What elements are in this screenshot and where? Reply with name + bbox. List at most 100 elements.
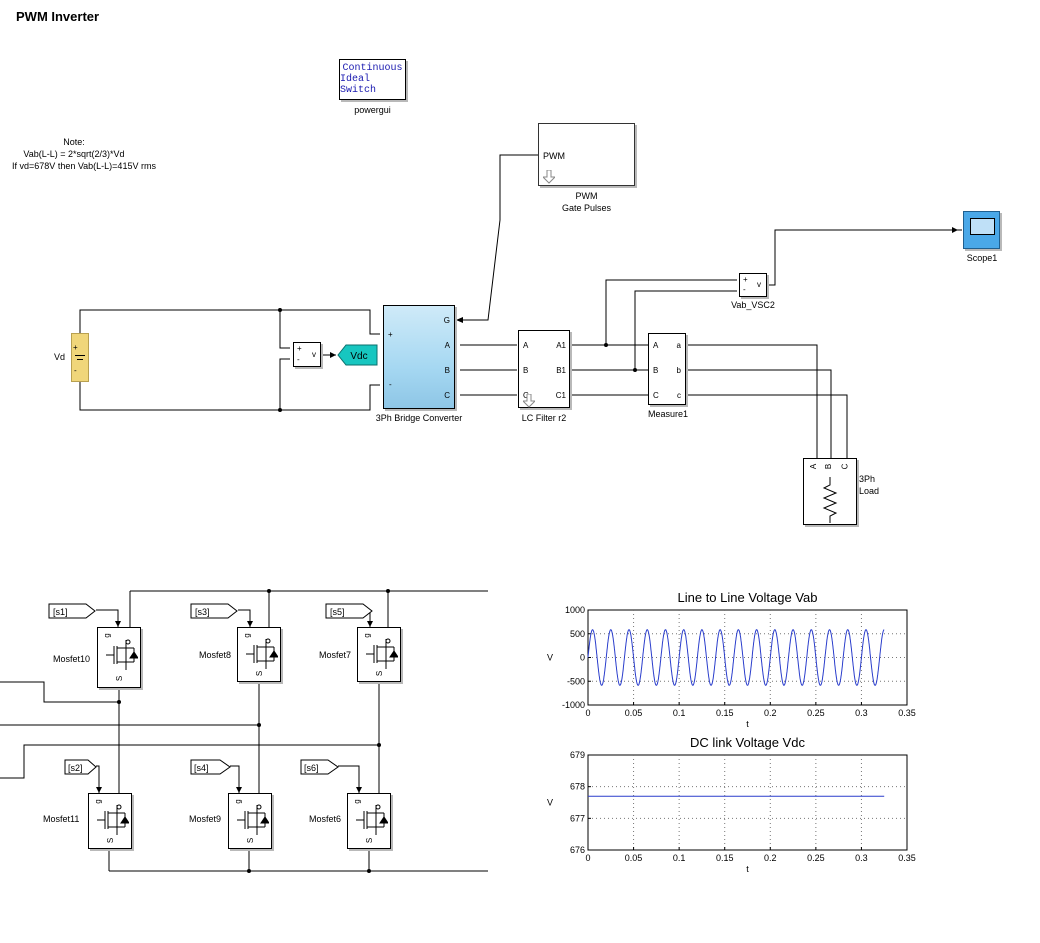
mosfet9-label: Mosfet9 xyxy=(189,814,222,824)
load-label: 3Ph Load xyxy=(859,473,879,497)
load-label-line2: Load xyxy=(859,486,880,496)
bridge-port-b: B xyxy=(444,366,450,375)
y-tick-label: 0 xyxy=(580,653,585,663)
load-label-line1: 3Ph xyxy=(859,474,876,484)
mosfet7-s: S xyxy=(375,670,385,677)
from-tag-s3[interactable]: [s3] xyxy=(190,603,240,619)
x-tick-label: 0.15 xyxy=(716,853,734,863)
bridge-port-a: A xyxy=(444,341,450,350)
x-axis-label: t xyxy=(746,719,749,729)
pwm-port-label: PWM xyxy=(543,151,565,161)
lc-in-b: B xyxy=(523,366,529,375)
pwm-caption: PWM Gate Pulses xyxy=(538,190,635,214)
source-label: Vd xyxy=(54,352,66,362)
three-phase-load[interactable]: A B C xyxy=(803,458,857,525)
mosfet11-block[interactable]: g S xyxy=(88,793,132,849)
mosfet7-block[interactable]: g S xyxy=(357,627,401,682)
lc-filter-block[interactable]: A B C A1 B1 C1 xyxy=(518,330,570,408)
mosfet7-label: Mosfet7 xyxy=(319,650,352,660)
measure-out-a: a xyxy=(676,341,681,350)
bridge-minus: - xyxy=(389,380,392,389)
x-tick-label: 0.35 xyxy=(898,708,916,718)
vab-voltage-measurement[interactable]: + - v xyxy=(739,273,767,297)
y-tick-label: 679 xyxy=(570,750,585,760)
x-tick-label: 0.3 xyxy=(855,853,868,863)
mosfet8-block[interactable]: g S xyxy=(237,627,281,682)
plot-area xyxy=(587,754,908,851)
powergui-line1: Continuous xyxy=(342,63,403,74)
mosfet9-block[interactable]: g S xyxy=(228,793,272,849)
measure-block[interactable]: A B C a b c xyxy=(648,333,686,405)
mosfet-symbol-icon xyxy=(97,804,129,835)
vdc-voltage-measurement[interactable]: + - v xyxy=(293,342,321,367)
mosfet-symbol-icon xyxy=(106,639,138,670)
x-tick-label: 0.1 xyxy=(673,853,686,863)
y-axis-label: V xyxy=(547,798,553,808)
powergui-block[interactable]: Continuous Ideal Switch xyxy=(339,59,406,100)
x-axis-label: t xyxy=(746,864,749,874)
dc-voltage-source[interactable]: + - xyxy=(71,333,89,382)
series-line xyxy=(587,629,885,686)
mosfet6-s: S xyxy=(365,837,375,844)
from-tag-s1-label: [s1] xyxy=(53,607,68,617)
measure-in-c: C xyxy=(653,391,659,400)
x-tick-label: 0 xyxy=(585,708,590,718)
x-tick-label: 0.05 xyxy=(625,708,643,718)
mosfet6-block[interactable]: g S xyxy=(347,793,391,849)
x-tick-label: 0.25 xyxy=(807,853,825,863)
x-tick-label: 0.15 xyxy=(716,708,734,718)
x-tick-label: 0.3 xyxy=(855,708,868,718)
y-tick-label: -1000 xyxy=(562,700,585,710)
scope-screen-icon xyxy=(970,218,995,235)
mosfet6-label: Mosfet6 xyxy=(309,814,342,824)
x-tick-label: 0.35 xyxy=(898,853,916,863)
goto-vdc-tag[interactable]: Vdc xyxy=(337,344,379,366)
mosfet8-label: Mosfet8 xyxy=(199,650,232,660)
from-tag-s2[interactable]: [s2] xyxy=(64,759,98,775)
mosfet11-s: S xyxy=(106,837,116,844)
from-tag-s6[interactable]: [s6] xyxy=(300,759,340,775)
y-tick-label: 1000 xyxy=(565,605,585,615)
x-tick-label: 0.05 xyxy=(625,853,643,863)
model-title: PWM Inverter xyxy=(16,9,100,24)
bridge-caption: 3Ph Bridge Converter xyxy=(375,413,463,423)
lc-out-c1: C1 xyxy=(555,391,566,400)
bridge-port-g: G xyxy=(443,316,450,325)
powergui-line2: Ideal Switch xyxy=(340,74,377,96)
from-tag-s5[interactable]: [s5] xyxy=(325,603,375,619)
x-tick-label: 0 xyxy=(585,853,590,863)
mosfet-symbol-icon xyxy=(237,804,269,835)
mosfet-symbol-icon xyxy=(246,638,278,669)
from-tag-s1[interactable]: [s1] xyxy=(48,603,98,619)
note-line3: If vd=678V then Vab(L-L)=415V rms xyxy=(12,161,156,171)
from-tag-s4[interactable]: [s4] xyxy=(190,759,232,775)
load-port-b: B xyxy=(824,463,834,470)
pwm-block[interactable]: PWM xyxy=(538,123,635,186)
mosfet10-s: S xyxy=(115,675,125,682)
goto-vdc-label: Vdc xyxy=(350,351,367,362)
pwm-arrow-icon xyxy=(543,170,555,184)
bridge-converter-block[interactable]: + - G A B C xyxy=(383,305,455,409)
measure-in-a: A xyxy=(653,341,659,350)
source-plus: + xyxy=(73,343,78,352)
y-tick-label: -500 xyxy=(567,676,585,686)
y-axis-label: V xyxy=(547,653,553,663)
plot-area xyxy=(587,609,908,706)
y-tick-label: 500 xyxy=(570,629,585,639)
x-tick-label: 0.25 xyxy=(807,708,825,718)
mosfet8-s: S xyxy=(255,670,265,677)
lc-in-c: C xyxy=(523,391,529,400)
measure-caption: Measure1 xyxy=(647,409,689,419)
note-line2: Vab(L-L) = 2*sqrt(2/3)*Vd xyxy=(23,149,125,159)
y-tick-label: 677 xyxy=(570,813,585,823)
mosfet11-label: Mosfet11 xyxy=(43,814,80,824)
scope-block[interactable] xyxy=(963,211,1000,249)
vab-plus: + xyxy=(743,275,748,284)
x-tick-label: 0.1 xyxy=(673,708,686,718)
chart-title: Line to Line Voltage Vab xyxy=(678,590,818,605)
mosfet10-block[interactable]: g S xyxy=(97,627,141,688)
from-tag-s6-label: [s6] xyxy=(304,763,319,773)
